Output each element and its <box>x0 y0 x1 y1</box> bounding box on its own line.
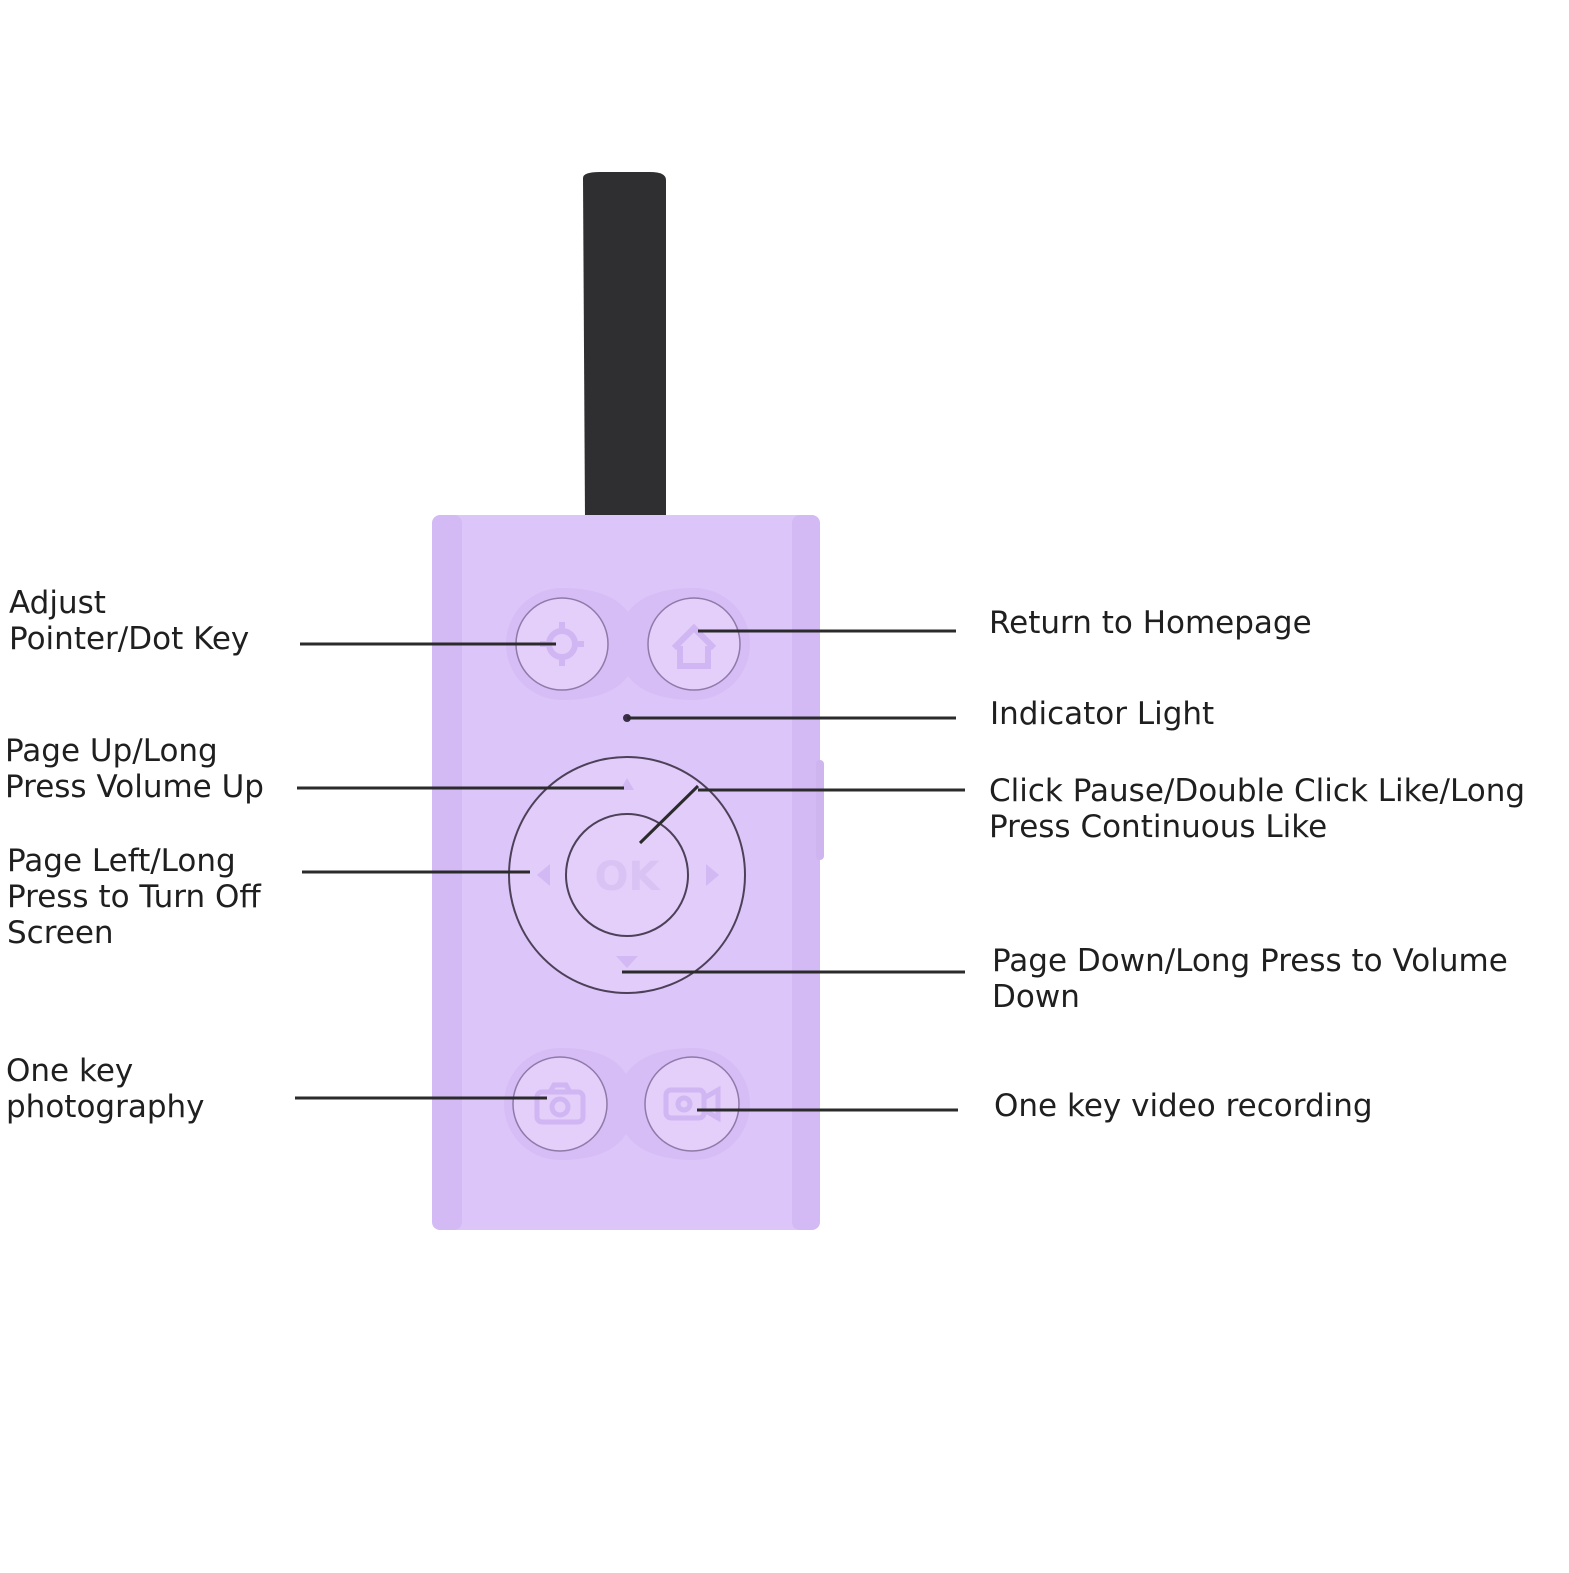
label-one-key-video: One key video recording <box>994 1088 1373 1124</box>
video-camera-icon <box>663 1085 721 1123</box>
leader-lines <box>295 629 965 1112</box>
home-icon <box>671 623 717 669</box>
label-return-home: Return to Homepage <box>989 605 1312 641</box>
leader-click-pause-b <box>638 784 700 845</box>
ok-button[interactable] <box>565 813 689 937</box>
label-page-down: Page Down/Long Press to Volume Down <box>992 943 1508 1015</box>
label-click-pause: Click Pause/Double Click Like/Long Press… <box>989 773 1526 845</box>
arrow-right-icon <box>706 864 719 886</box>
side-button <box>816 760 824 860</box>
arrow-left-icon <box>537 864 550 886</box>
label-page-left: Page Left/Long Press to Turn Off Screen <box>7 843 261 951</box>
label-adjust-pointer: Adjust Pointer/Dot Key <box>9 585 250 657</box>
remote-body-edge-right <box>792 515 820 1230</box>
ok-label: OK <box>595 854 662 900</box>
label-one-key-photo: One key photography <box>6 1053 205 1125</box>
arrow-down-icon <box>616 956 638 968</box>
home-button[interactable] <box>647 597 741 691</box>
photo-button[interactable] <box>512 1056 608 1152</box>
label-page-up: Page Up/Long Press Volume Up <box>5 733 264 805</box>
camera-icon <box>534 1082 586 1125</box>
strap <box>583 172 666 520</box>
label-indicator-light: Indicator Light <box>990 696 1215 732</box>
